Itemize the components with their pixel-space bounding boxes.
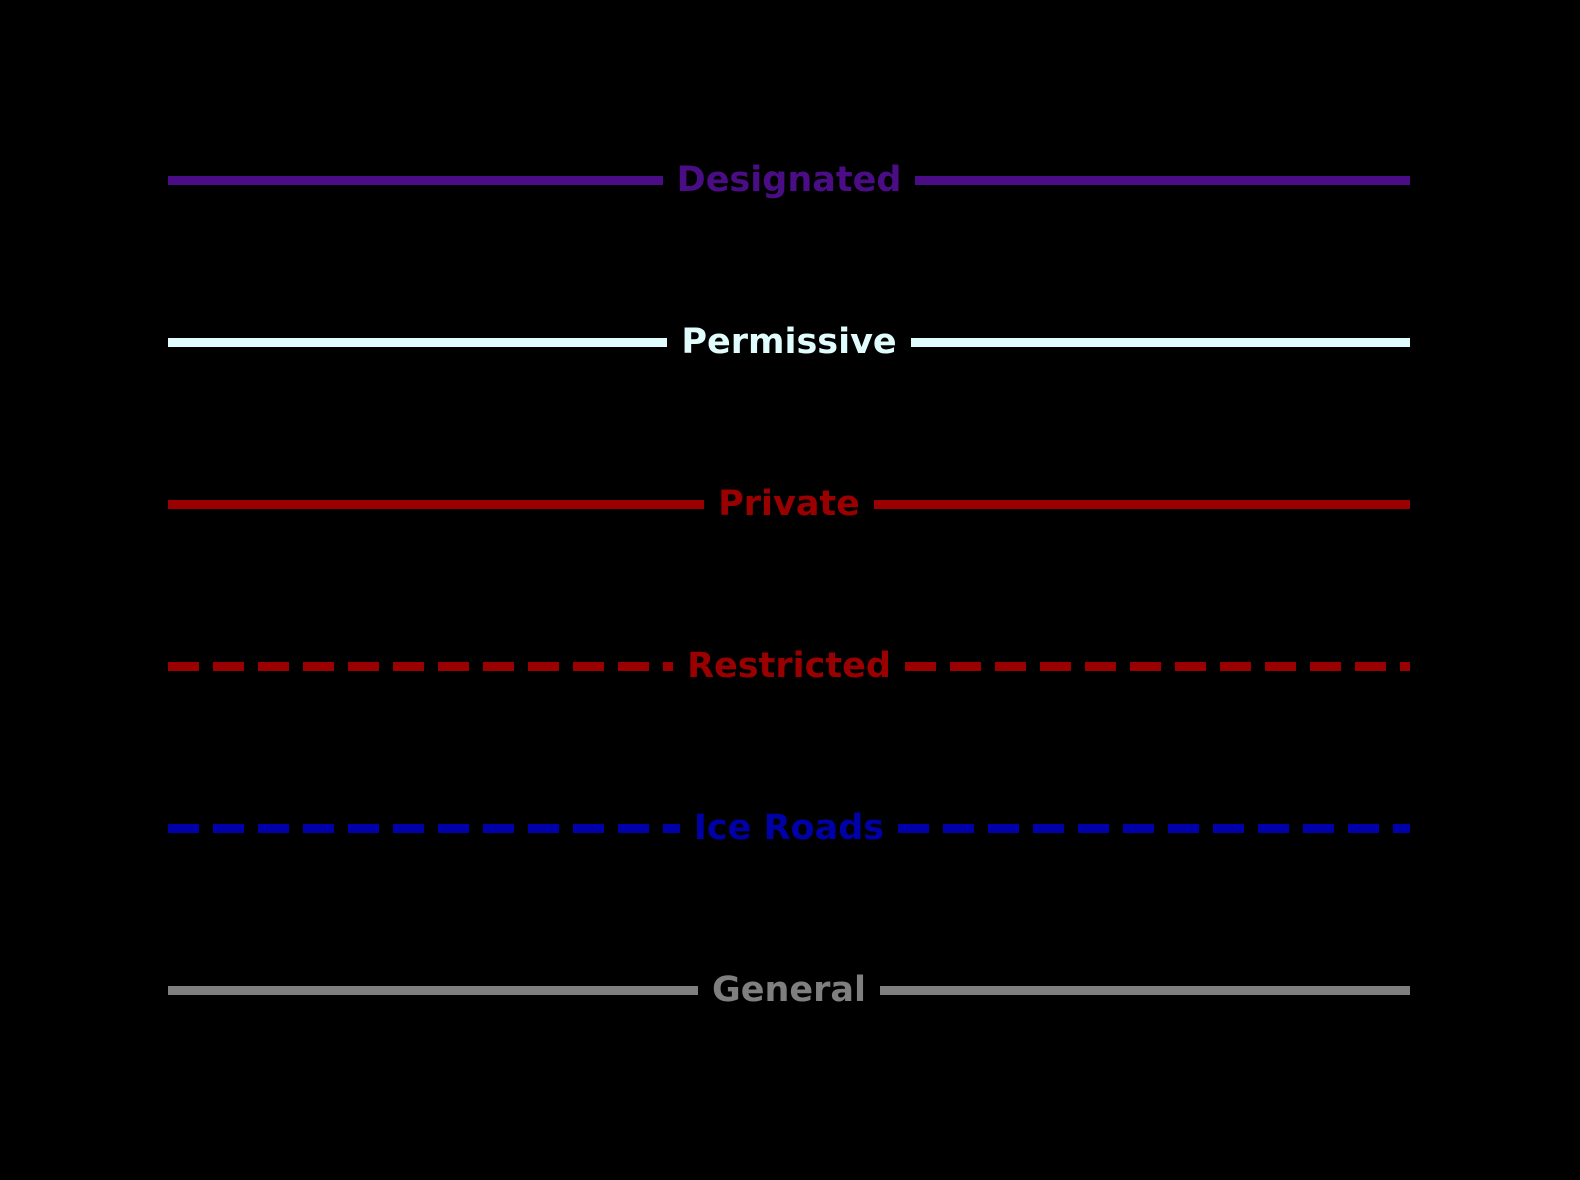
line-sample-right bbox=[915, 175, 1411, 185]
legend-row-designated: Designated bbox=[168, 156, 1411, 204]
legend-label-restricted: Restricted bbox=[687, 645, 891, 686]
legend-label-permissive: Permissive bbox=[681, 321, 897, 362]
line-sample-left bbox=[168, 175, 663, 185]
line-sample-left bbox=[168, 499, 705, 509]
legend-row-ice-roads: Ice Roads bbox=[168, 804, 1411, 852]
line-sample-left bbox=[168, 661, 674, 671]
line-sample-left bbox=[168, 823, 680, 833]
line-sample-left bbox=[168, 985, 698, 995]
line-sample-right bbox=[904, 661, 1410, 671]
line-sample-right bbox=[898, 823, 1411, 833]
legend-label-general: General bbox=[712, 969, 866, 1010]
line-sample-right bbox=[873, 499, 1410, 509]
line-sample-right bbox=[910, 337, 1410, 347]
legend-label-designated: Designated bbox=[676, 159, 902, 200]
legend-label-private: Private bbox=[718, 483, 860, 524]
line-sample-right bbox=[880, 985, 1410, 995]
legend-row-restricted: Restricted bbox=[168, 642, 1410, 690]
legend-row-permissive: Permissive bbox=[168, 318, 1410, 366]
legend-row-general: General bbox=[168, 966, 1410, 1014]
legend-row-private: Private bbox=[168, 480, 1410, 528]
legend-label-ice-roads: Ice Roads bbox=[693, 807, 885, 848]
line-sample-left bbox=[168, 337, 668, 347]
